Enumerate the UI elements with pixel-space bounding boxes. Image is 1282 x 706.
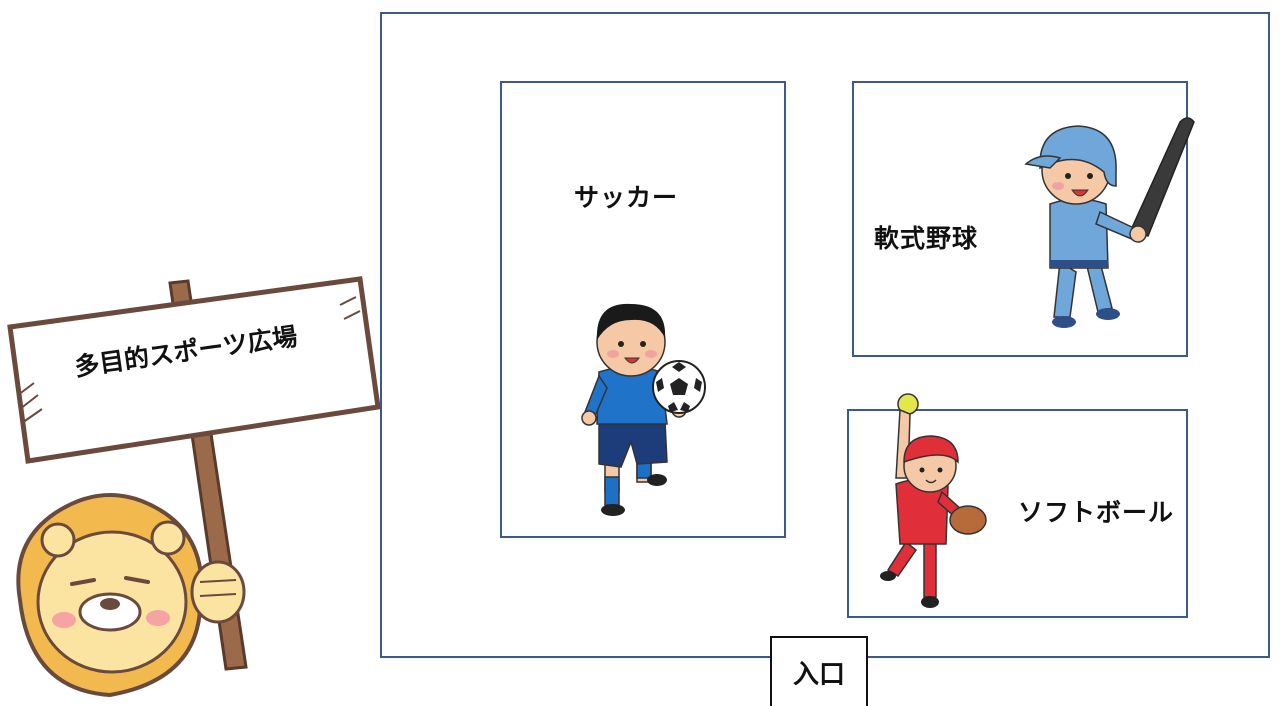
entrance-label: 入口: [792, 660, 845, 690]
softball-pitcher-icon: [880, 393, 987, 608]
baseball-batter-icon: [1024, 117, 1195, 328]
lion-mascot-icon: [16, 493, 246, 698]
softball-zone-label: ソフトボール: [1018, 498, 1175, 527]
entrance: 入口: [770, 636, 868, 706]
soccer-player-icon: [581, 303, 687, 516]
soccer-ball-icon: [652, 360, 706, 414]
soccer-zone-label: サッカー: [574, 183, 679, 212]
baseball-zone: [852, 81, 1188, 357]
baseball-zone-label: 軟式野球: [874, 224, 979, 253]
signboard-icon: [7, 276, 381, 671]
